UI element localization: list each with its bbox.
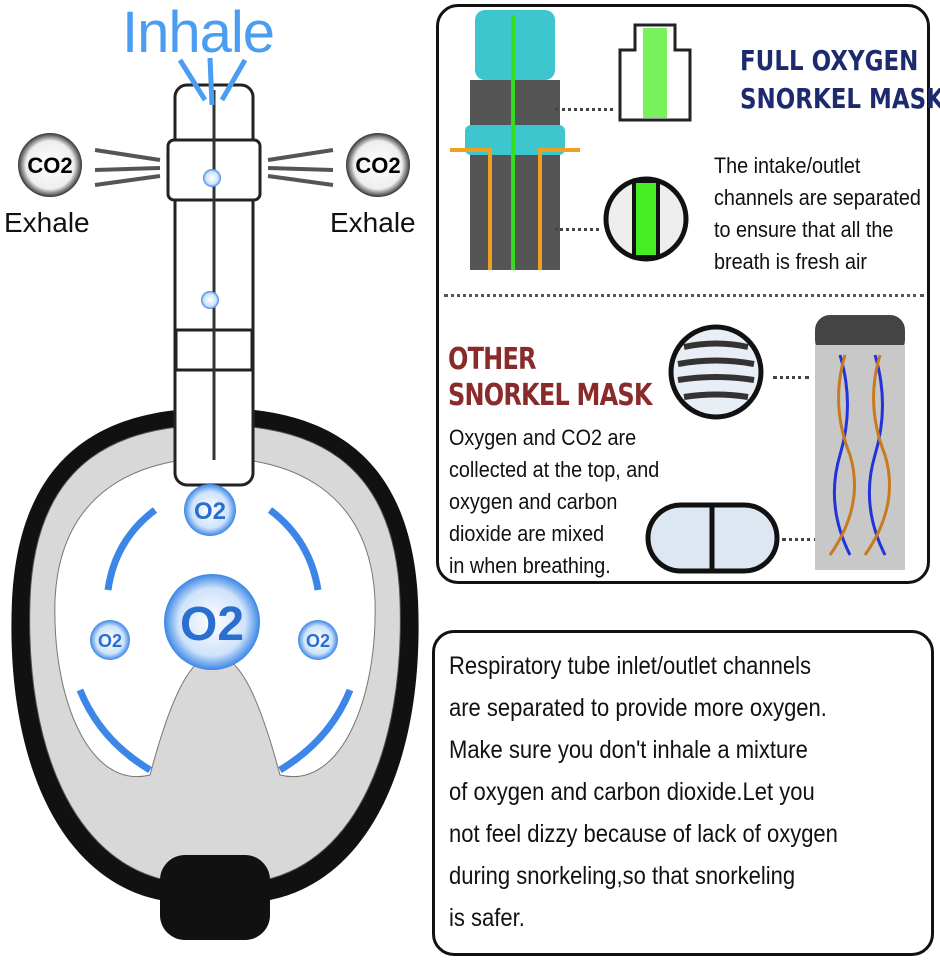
section-divider [444,294,924,297]
full-mask-top-view [618,23,692,122]
other-mask-description: Oxygen and CO2 are collected at the top,… [449,425,660,578]
o2-label: O2 [98,631,122,651]
full-mask-description: The intake/outlet channels are separated… [714,153,921,274]
full-mask-channel-closeup [603,176,689,262]
o2-bubble [164,574,260,670]
exhale-label-right: Exhale [330,207,416,238]
o2-label: O2 [180,598,244,651]
other-mask-top-closeup [668,324,764,420]
co2-bubble-left [18,133,82,197]
exhale-label-left: Exhale [4,207,90,238]
full-mask-title: FULL OXYGEN SNORKEL MASK [740,44,940,115]
mask-valve [160,855,270,940]
summary-text: Respiratory tube inlet/outlet channels a… [449,652,838,932]
other-mask-tube-image [815,315,905,570]
summary-panel: Respiratory tube inlet/outlet channels a… [432,630,934,956]
full-mask-tube-image [450,10,580,270]
co2-label-right: CO2 [355,153,400,178]
o2-bubble [184,484,236,536]
o2-bubble [298,620,338,660]
inhale-label: Inhale [122,0,275,65]
mask-illustration: CO2 CO2 O2 O2 O2 O2 [11,57,419,940]
co2-label-left: CO2 [27,153,72,178]
o2-label: O2 [306,631,330,651]
other-mask-title: OTHER SNORKEL MASK [448,342,652,413]
o2-label: O2 [194,498,226,525]
co2-bubble-right [346,133,410,197]
other-mask-channel-closeup [645,502,780,574]
o2-bubble [90,620,130,660]
